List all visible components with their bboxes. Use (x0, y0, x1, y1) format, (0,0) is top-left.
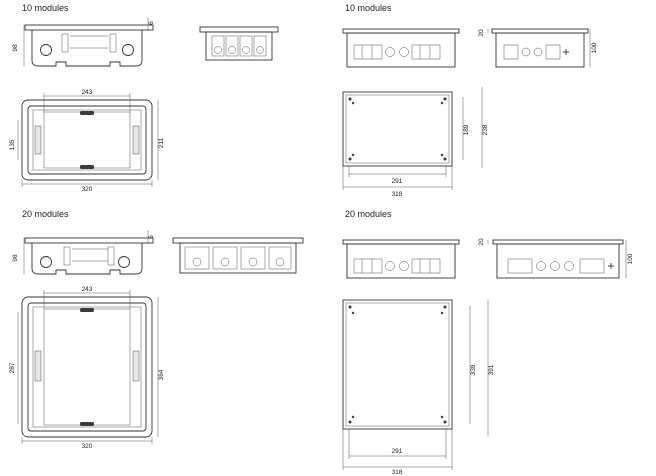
wall-box-20-top-view (342, 299, 489, 470)
section-title-20-modules-left: 20 modules (22, 209, 69, 219)
dim-outer-height: 211 (158, 137, 165, 148)
dim-flange-thickness: 6 (148, 235, 155, 239)
floor-box-20-side-view (23, 230, 154, 275)
dim-wall-outer-width: 318 (392, 191, 403, 198)
dim-wall-flange: 20 (478, 238, 485, 246)
dim-flange-thickness: 6 (148, 21, 155, 25)
dim-wall-depth: 100 (591, 42, 598, 53)
dim-wall-flange: 20 (478, 29, 485, 37)
dim-wall-outer-height: 391 (488, 364, 495, 375)
dim-side-height: 98 (12, 44, 19, 52)
dim-wall-outer-height: 238 (482, 124, 489, 135)
wall-box-10-front-view (342, 28, 460, 68)
section-title-20-modules-right: 20 modules (345, 209, 392, 219)
dim-wall-inner-width: 291 (392, 448, 403, 455)
dim-wall-inner-width: 291 (392, 178, 403, 185)
floor-box-20-top-view (17, 290, 159, 444)
section-title-10-modules-right: 10 modules (345, 3, 392, 13)
dim-inner-height: 135 (9, 139, 16, 150)
dim-wall-inner-height: 189 (463, 124, 470, 135)
section-title-10-modules-left: 10 modules (22, 3, 69, 13)
wall-box-10-side-view (487, 28, 591, 68)
dim-outer-height: 364 (158, 369, 165, 380)
dim-inner-width: 243 (82, 89, 93, 96)
dim-wall-depth: 100 (627, 253, 634, 264)
dim-wall-inner-height: 339 (470, 364, 477, 375)
wall-box-20-side-view (487, 239, 627, 279)
wall-box-10-top-view (342, 87, 483, 190)
dim-outer-width: 320 (82, 443, 93, 450)
dim-wall-outer-width: 318 (392, 469, 403, 476)
floor-box-10-top-view (17, 93, 159, 187)
dim-inner-height: 287 (9, 362, 16, 373)
floor-box-10-front-view (199, 26, 279, 61)
dim-side-height: 98 (12, 254, 19, 262)
dim-outer-width: 320 (82, 186, 93, 193)
floor-box-10-side-view (23, 17, 154, 67)
dim-inner-width: 243 (82, 286, 93, 293)
wall-box-20-front-view (342, 239, 460, 279)
floor-box-20-front-view (172, 237, 304, 274)
